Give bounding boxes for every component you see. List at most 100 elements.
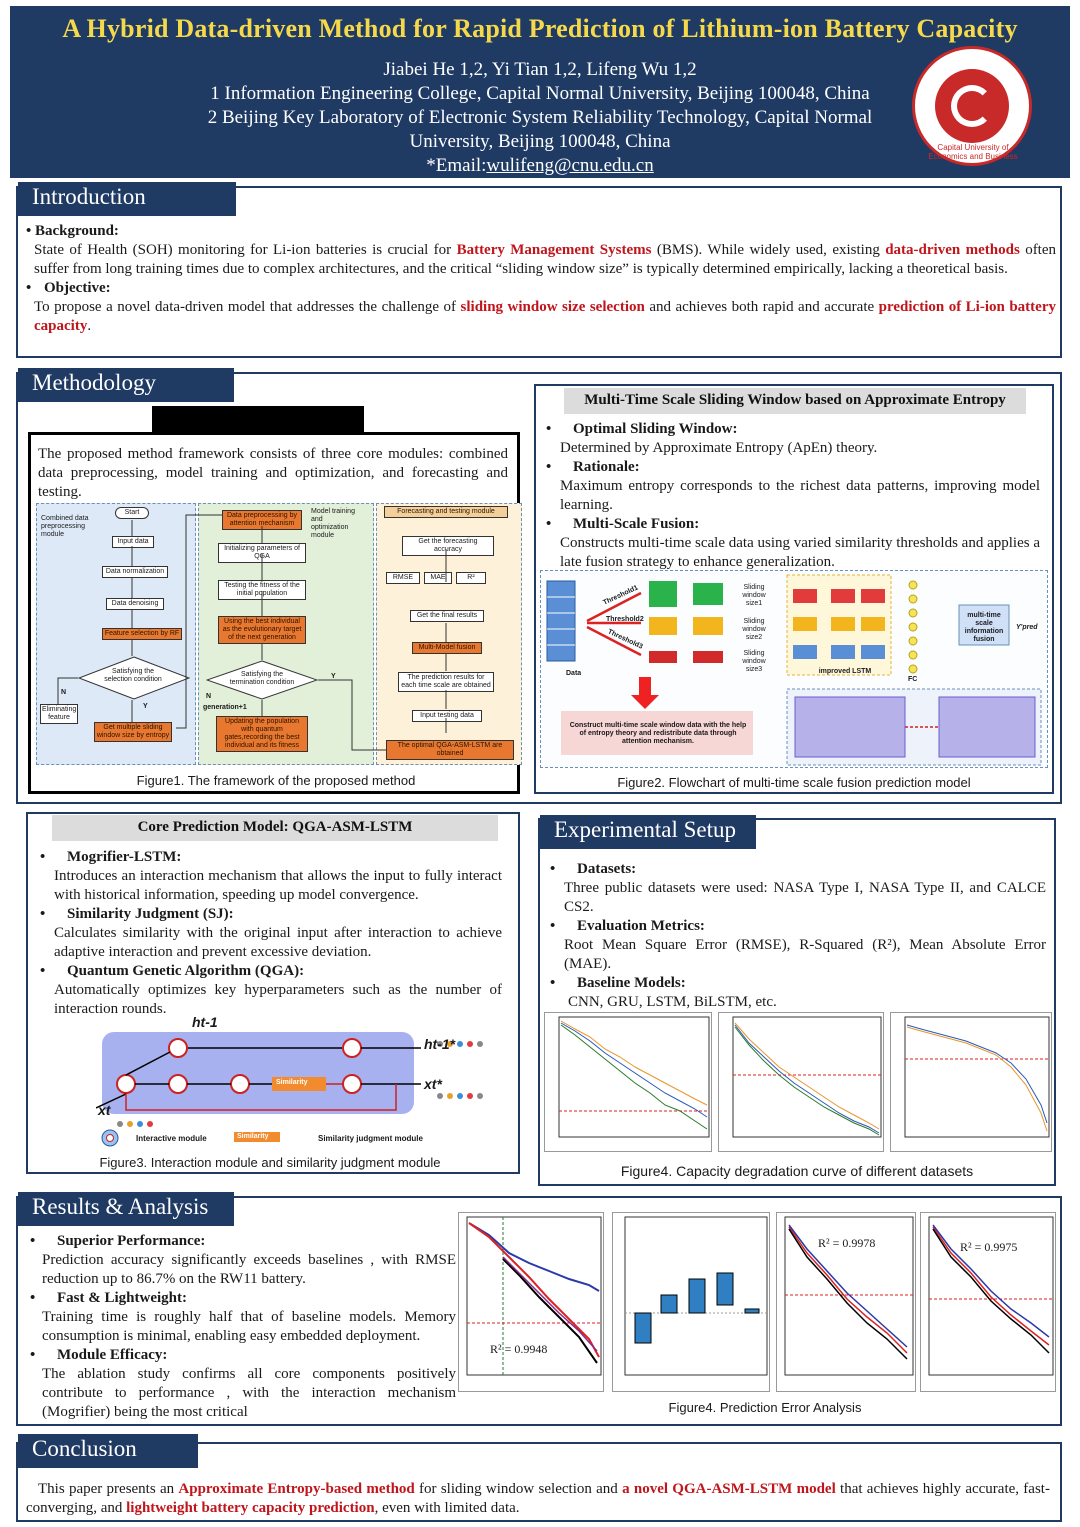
seal-swirl (951, 85, 993, 127)
window-cubes (649, 581, 723, 663)
email-link[interactable]: wulifeng@cnu.edu.cn (486, 155, 654, 176)
conclusion-body: This paper presents an Approximate Entro… (26, 1481, 1050, 1516)
cond1-text: Satisfying the selection condition (104, 668, 162, 683)
figure4-caption: Figure4. Capacity degradation curve of d… (620, 1163, 974, 1179)
feature-dots (117, 1041, 483, 1127)
objective-text: To propose a novel data-driven model tha… (34, 299, 1056, 334)
figure1-caption: Figure1. The framework of the proposed m… (136, 773, 416, 788)
fig2-lstm: improved LSTM (818, 668, 872, 675)
figure3-svg (95, 1032, 483, 1147)
r2-node: R² (456, 572, 486, 584)
cond2-diamond (206, 660, 318, 700)
methodology-tab: Methodology (18, 368, 234, 402)
prediction-chart-2 (776, 1212, 916, 1392)
fig3-sim: Similarity (276, 1079, 308, 1086)
r2-label-b: R² = 0.9978 (818, 1236, 876, 1250)
prediction-figure-caption: Figure4. Prediction Error Analysis (668, 1400, 862, 1415)
email-line: *Email:wulifeng@cnu.edu.cn (10, 154, 1070, 178)
opt-node: The optimal QGA-ASM-LSTM are obtained (386, 740, 514, 760)
fig2-ypred: Y'pred (1016, 624, 1038, 631)
res-h3: Module Efficacy: (30, 1346, 456, 1365)
capacity-chart-3 (890, 1012, 1052, 1152)
experimental-body: Datasets: Three public datasets were use… (550, 860, 1046, 1012)
module1-label: Combined data preprocessing module (41, 515, 89, 538)
mae-node: MAE (424, 572, 452, 584)
capacity-chart-1 (544, 1012, 712, 1152)
fig3-xts: xt* (424, 1076, 442, 1092)
fig3-ht1s: ht-1* (424, 1036, 456, 1052)
fig2-th2: Threshold2 (606, 616, 644, 623)
mts-t2: Maximum entropy corresponds to the riche… (560, 478, 1040, 513)
prediction-chart-1 (458, 1212, 604, 1392)
r2-label-a: R² = 0.9948 (490, 1342, 548, 1356)
r2-label-c: R² = 0.9975 (960, 1240, 1018, 1254)
fig2-sw2: Sliding window size2 (742, 618, 766, 641)
test-node: Input testing data (412, 710, 482, 722)
cond1-diamond (78, 656, 190, 700)
mts-frame (534, 384, 1054, 794)
exp-t2: Root Mean Square Error (RMSE), R-Squared… (564, 937, 1046, 972)
input-node: Input data (112, 536, 154, 548)
mts-h3: Multi-Scale Fusion: (546, 515, 1040, 534)
objective-heading: Objective: (26, 280, 111, 296)
lstm-cells (793, 589, 885, 659)
core-t1: Introduces an interaction mechanism that… (54, 868, 502, 903)
university-seal-icon: Capital University of Economics and Busi… (912, 46, 1032, 166)
core-h1: Mogrifier-LSTM: (40, 848, 502, 867)
fusion-node: Multi-Model fusion (412, 642, 482, 654)
core-heading: Core Prediction Model: QGA-ASM-LSTM (52, 815, 498, 841)
results-body: Superior Performance: Prediction accurac… (30, 1232, 456, 1422)
seal-text: Capital University of Economics and Busi… (928, 143, 1018, 161)
module3-label: Forecasting and testing module (384, 506, 508, 518)
figure3: ht-1 ht-1* xt* xt Similarity Interactive… (95, 1014, 496, 1154)
fc-nodes (908, 580, 918, 674)
fig2-fusion: multi-time scale information fusion (964, 612, 1004, 643)
mts-t1: Determined by Approximate Entropy (ApEn)… (560, 440, 878, 456)
core-h2: Similarity Judgment (SJ): (40, 905, 502, 924)
exp-h1: Datasets: (550, 860, 1046, 879)
mts-heading: Multi-Time Scale Sliding Window based on… (564, 388, 1026, 414)
affiliation-2: 2 Beijing Key Laboratory of Electronic S… (207, 107, 873, 128)
conclusion-tab: Conclusion (18, 1434, 198, 1468)
data-matrix (546, 580, 576, 662)
experimental-tab: Experimental Setup (540, 815, 756, 849)
core-h3: Quantum Genetic Algorithm (QGA): (40, 962, 502, 981)
norm-node: Data normalization (102, 566, 168, 578)
exp-t3: CNN, GRU, LSTM, BiLSTM, etc. (568, 994, 777, 1010)
res-t2: Training time is roughly half that of ba… (42, 1309, 456, 1344)
feature-node: Feature selection by RF (102, 628, 182, 640)
introduction-body: • Background: State of Health (SOH) moni… (26, 222, 1056, 336)
capacity-chart-2 (718, 1012, 884, 1152)
fig2-sw1: Sliding window size1 (742, 584, 766, 607)
multi-window-node: Get multiple sliding window size by entr… (94, 722, 172, 742)
core-body: Mogrifier-LSTM: Introduces an interactio… (40, 848, 502, 1019)
fig3-ht1: ht-1 (192, 1014, 218, 1030)
fig3-legend-sim: Similarity (237, 1133, 269, 1140)
module2-label: Model training and optimization module (311, 508, 355, 539)
email-label: *Email: (426, 155, 487, 176)
results-tab: Results & Analysis (18, 1192, 234, 1226)
fig3-xt: xt (98, 1102, 111, 1118)
res-h1: Superior Performance: (30, 1232, 456, 1251)
mts-body: Optimal Sliding Window: Determined by Ap… (546, 420, 1040, 572)
start-node: Start (115, 507, 149, 519)
rmse-node: RMSE (386, 572, 420, 584)
figure2-caption: Figure2. Flowchart of multi-time scale f… (617, 775, 971, 790)
mts-h1: Optimal Sliding Window: (546, 420, 1040, 439)
res-h2: Fast & Lightweight: (30, 1289, 456, 1308)
n-label-1: N (61, 689, 67, 696)
accuracy-node: Get the forecasting accuracy (402, 536, 494, 556)
fig2-data: Data (566, 670, 582, 677)
fig2-sw3: Sliding window size3 (742, 650, 766, 673)
fig2-construct: Construct multi-time scale window data w… (569, 722, 747, 745)
exp-t1: Three public datasets were used: NASA Ty… (564, 880, 1046, 915)
figure1-black-bar (152, 406, 364, 432)
authors: Jiabei He 1,2, Yi Tian 1,2, Lifeng Wu 1,… (383, 59, 697, 80)
mts-h2: Rationale: (546, 458, 1040, 477)
fig3-legend1: Interactive module (136, 1134, 207, 1143)
core-t2: Calculates similarity with the original … (54, 925, 502, 960)
denoise-node: Data denoising (106, 598, 164, 610)
gen-label: generation+1 (203, 704, 247, 711)
exp-h2: Evaluation Metrics: (550, 917, 1046, 936)
update-node: Updating the population with quantum gat… (216, 716, 308, 752)
